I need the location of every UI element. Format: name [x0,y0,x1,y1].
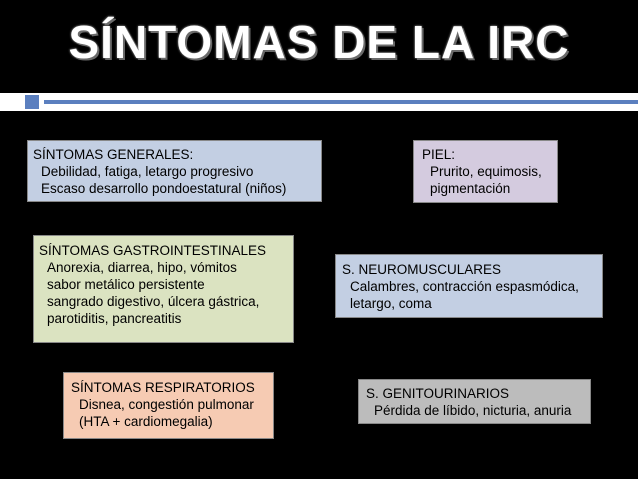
box-line: Debilidad, fatiga, letargo progresivo [41,164,254,179]
box-line: Pérdida de líbido, nicturia, anuria [374,403,572,418]
box-line: sangrado digestivo, úlcera gástrica, [47,294,260,309]
box-neuromusculares: S. NEUROMUSCULARES Calambres, contracció… [335,254,603,318]
box-sintomas-generales: SÍNTOMAS GENERALES: Debilidad, fatiga, l… [27,140,322,202]
box-line: pigmentación [430,181,511,196]
box-line: (HTA + cardiomegalia) [79,414,213,429]
box-heading: SÍNTOMAS GENERALES: [33,147,194,162]
box-heading: PIEL: [422,147,456,162]
box-piel: PIEL: Prurito, equimosis, pigmentación [413,140,558,203]
box-sintomas-gastrointestinales: SÍNTOMAS GASTROINTESTINALES Anorexia, di… [33,235,294,343]
box-heading: S. GENITOURINARIOS [366,386,510,401]
box-heading: S. NEUROMUSCULARES [342,262,502,277]
box-line: sabor metálico persistente [47,277,205,292]
divider-line [44,100,638,104]
box-line: Anorexia, diarrea, hipo, vómitos [47,260,237,275]
box-heading: SÍNTOMAS RESPIRATORIOS [71,380,255,395]
divider-square-marker [25,95,39,109]
box-genitourinarios: S. GENITOURINARIOS Pérdida de líbido, ni… [358,379,591,424]
slide-title: SÍNTOMAS DE LA IRC [68,16,570,68]
box-line: Disnea, congestión pulmonar [79,397,254,412]
box-sintomas-respiratorios: SÍNTOMAS RESPIRATORIOS Disnea, congestió… [63,372,274,439]
box-line: Calambres, contracción espasmódica, [350,279,579,294]
box-line: Prurito, equimosis, [430,164,542,179]
box-heading: SÍNTOMAS GASTROINTESTINALES [39,243,267,258]
box-line: parotiditis, pancreatitis [47,311,182,326]
box-line: letargo, coma [350,296,432,311]
box-line: Escaso desarrollo pondoestatural (niños) [41,181,287,196]
